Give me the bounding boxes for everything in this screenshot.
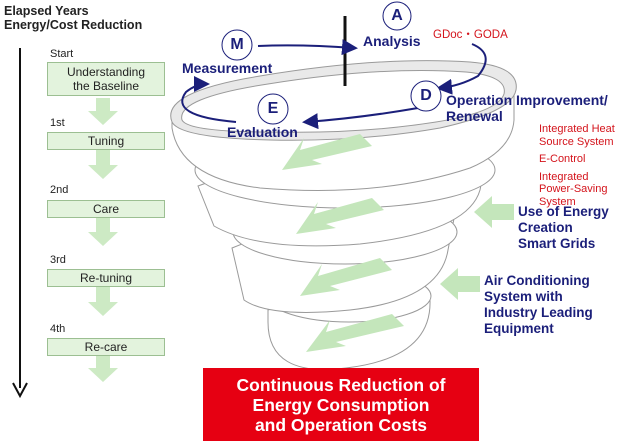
service-power-line1: Integrated	[539, 170, 589, 183]
evaluation-label: Evaluation	[227, 124, 298, 140]
header-line-2: Energy/Cost Reduction	[4, 18, 143, 32]
energy-input-line1: Use of Energy	[518, 204, 609, 219]
timeline-stage-3: 3rd	[50, 254, 66, 266]
aircon-input-line4: Equipment	[484, 321, 554, 336]
funnel-arrow-1	[282, 134, 372, 170]
d-letter: D	[420, 87, 432, 104]
timeline-box-baseline-line1: Understanding	[66, 65, 146, 79]
aircon-input-line3: Industry Leading	[484, 305, 593, 320]
timeline-stage-1: 1st	[50, 117, 65, 129]
m-circle	[221, 29, 253, 61]
service-power-line3: System	[539, 195, 576, 208]
service-power-line2: Power-Saving	[539, 183, 608, 195]
timeline-step-arrows	[88, 98, 118, 382]
service-heat-line2: Source System	[539, 135, 614, 148]
funnel-arrow-4	[306, 314, 404, 352]
operation-label-line2: Renewal	[446, 108, 503, 124]
result-banner-line2: Energy Consumption	[252, 394, 430, 415]
energy-input-label: Use of Energy Creation Smart Grids	[518, 204, 609, 252]
timeline-box-recare: Re-care	[47, 338, 165, 356]
timeline-stage-4: 4th	[50, 323, 66, 335]
cycle-arrows	[181, 39, 487, 130]
result-banner: Continuous Reduction of Energy Consumpti…	[203, 368, 479, 441]
e-circle	[257, 93, 289, 125]
funnel-arrow-3	[300, 258, 392, 296]
services-list: Integrated Heat Source System E-Control …	[539, 123, 615, 208]
energy-input-line3: Smart Grids	[518, 236, 596, 251]
a-letter: A	[391, 7, 403, 24]
analysis-tools-label: GDoc・GODA	[433, 29, 508, 41]
input-arrows	[440, 196, 514, 300]
energy-input-arrow	[474, 196, 514, 228]
service-econtrol: E-Control	[539, 153, 586, 165]
timeline-box-care: Care	[47, 200, 165, 218]
operation-label: Operation Improvement/ Renewal	[446, 92, 608, 124]
e-letter: E	[267, 100, 279, 117]
timeline-box-tuning-label: Tuning	[87, 134, 125, 148]
aircon-input-line1: Air Conditioning	[484, 273, 590, 288]
m-letter: M	[230, 36, 244, 53]
measurement-label: Measurement	[182, 60, 273, 76]
timeline-stage-2: 2nd	[50, 184, 69, 196]
energy-input-line2: Creation	[518, 220, 573, 235]
timeline-box-baseline: Understanding the Baseline	[47, 62, 165, 96]
service-heat-line1: Integrated Heat	[539, 123, 615, 135]
result-banner-line3: and Operation Costs	[254, 414, 428, 435]
aircon-input-line2: System with	[484, 289, 563, 304]
timeline-arrow	[12, 48, 28, 399]
aircon-input-arrow	[440, 268, 480, 300]
timeline-box-recare-label: Re-care	[84, 340, 128, 354]
timeline-box-retuning: Re-tuning	[47, 269, 165, 287]
timeline-box-retuning-label: Re-tuning	[79, 271, 133, 285]
result-banner-line1: Continuous Reduction of	[236, 374, 446, 395]
cycle-circles	[221, 1, 442, 125]
funnel-arrows	[282, 134, 404, 352]
a-circle	[382, 1, 412, 31]
timeline-box-baseline-line2: the Baseline	[72, 79, 140, 93]
timeline-box-tuning: Tuning	[47, 132, 165, 150]
d-circle	[410, 80, 442, 112]
analysis-label: Analysis	[363, 33, 421, 49]
timeline-stage-start: Start	[50, 48, 74, 60]
timeline-box-care-label: Care	[92, 202, 119, 216]
aircon-input-label: Air Conditioning System with Industry Le…	[484, 273, 593, 337]
operation-label-line1: Operation Improvement/	[446, 92, 608, 108]
funnel-arrow-2	[296, 198, 384, 234]
header-line-1: Elapsed Years	[4, 4, 89, 18]
